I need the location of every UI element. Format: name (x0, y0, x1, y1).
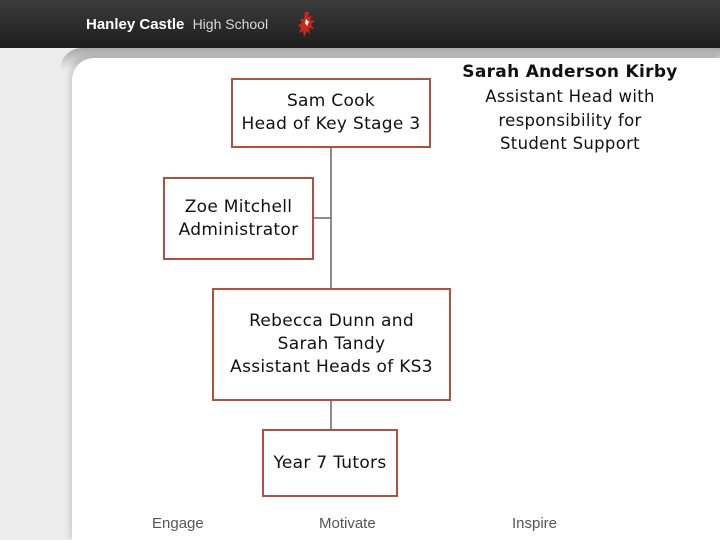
org-box-administrator: Zoe Mitchell Administrator (163, 177, 314, 260)
school-name: Hanley Castle High School (86, 16, 268, 33)
org-box-assistant-heads-text: Rebecca Dunn and Sarah Tandy Assistant H… (230, 311, 433, 377)
side-note-role: Assistant Head with responsibility for S… (485, 86, 655, 154)
side-note-name: Sarah Anderson Kirby (462, 62, 678, 82)
org-box-administrator-text: Zoe Mitchell Administrator (178, 196, 299, 240)
side-note-student-support: Sarah Anderson Kirby Assistant Head with… (455, 60, 685, 156)
header-bar: Hanley Castle High School (0, 0, 720, 48)
school-name-bold: Hanley Castle (86, 16, 185, 33)
org-box-tutors: Year 7 Tutors (262, 429, 398, 497)
castle-crest-icon (298, 12, 315, 37)
school-name-light: High School (192, 16, 269, 32)
footer-inspire: Inspire (512, 515, 558, 532)
org-box-tutors-text: Year 7 Tutors (273, 452, 387, 473)
footer-engage: Engage (152, 515, 204, 532)
org-box-head-ks3: Sam Cook Head of Key Stage 3 (231, 78, 431, 148)
org-box-head-ks3-text: Sam Cook Head of Key Stage 3 (241, 91, 421, 134)
footer-motivate: Motivate (319, 515, 376, 532)
org-box-assistant-heads: Rebecca Dunn and Sarah Tandy Assistant H… (212, 288, 451, 401)
